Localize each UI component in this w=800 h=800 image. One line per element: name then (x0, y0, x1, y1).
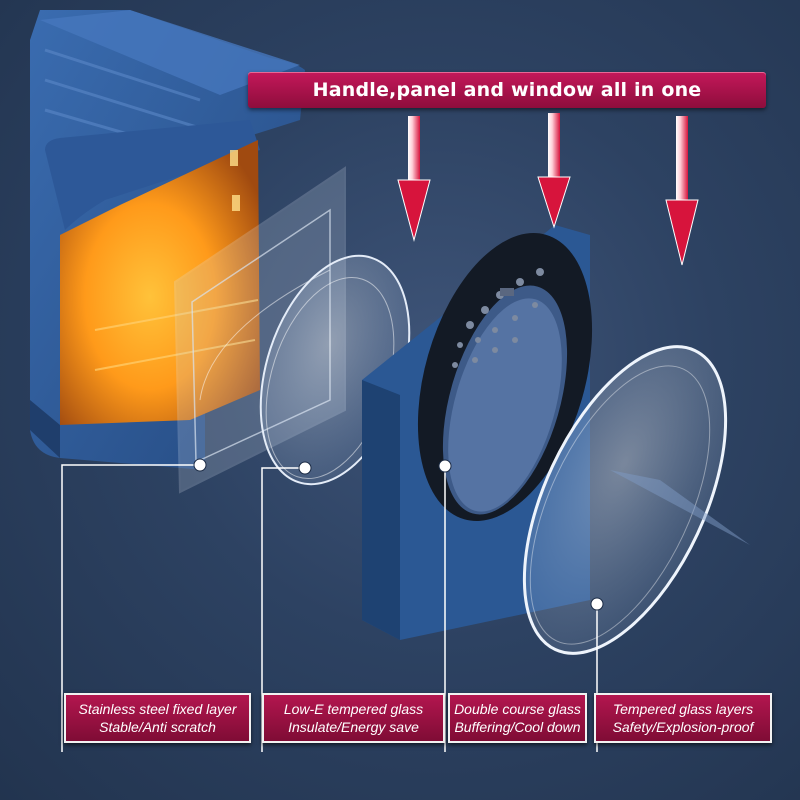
down-arrow-icon (397, 116, 431, 242)
title-banner: Handle,panel and window all in one (248, 72, 766, 108)
oven-body (30, 10, 305, 470)
down-arrow-icon (537, 113, 571, 229)
label-line: Insulate/Energy save (288, 719, 419, 735)
callout-label-low-e-glass: Low-E tempered glass Insulate/Energy sav… (262, 693, 445, 743)
label-line: Double course glass (454, 701, 581, 717)
callout-label-double-glass: Double course glass Buffering/Cool down (448, 693, 587, 743)
down-arrow-icon (665, 116, 699, 266)
label-line: Stainless steel fixed layer (78, 701, 237, 717)
oven-cavity (60, 140, 260, 425)
label-line: Stable/Anti scratch (99, 719, 216, 735)
tempered-glass-disc (522, 345, 750, 655)
down-arrows (397, 113, 699, 266)
control-buttons (452, 268, 544, 368)
label-line: Low-E tempered glass (283, 701, 424, 717)
label-line: Buffering/Cool down (454, 719, 581, 735)
callout-label-tempered-glass: Tempered glass layers Safety/Explosion-p… (594, 693, 772, 743)
callout-label-steel-layer: Stainless steel fixed layer Stable/Anti … (64, 693, 251, 743)
label-line: Tempered glass layers (612, 701, 754, 717)
callout-lines (61, 464, 598, 752)
label-line: Safety/Explosion-proof (612, 719, 754, 735)
callout-dots (193, 458, 604, 611)
